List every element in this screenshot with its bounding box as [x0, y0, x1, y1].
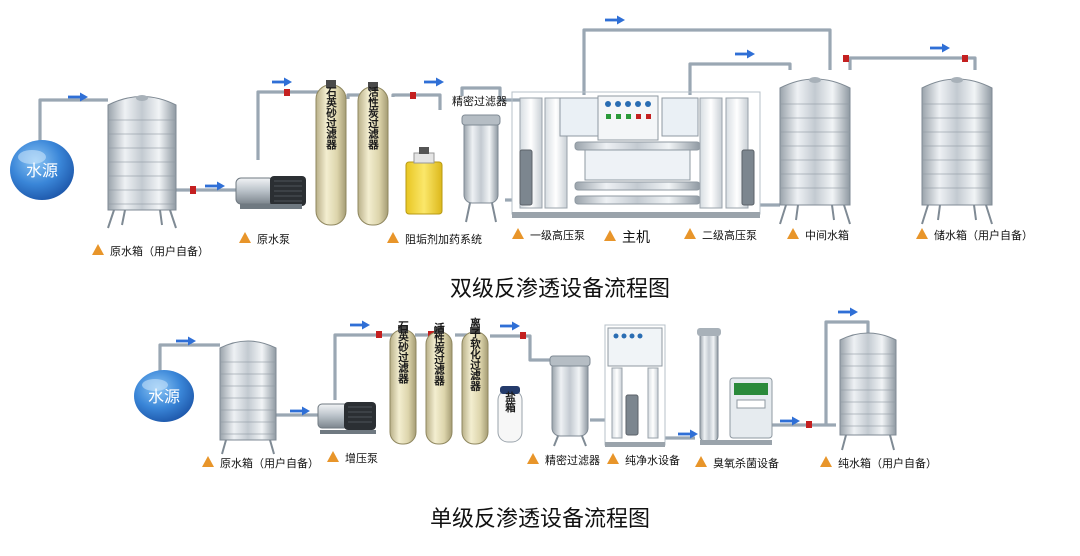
valve-icon — [520, 332, 526, 339]
marker-icon — [527, 453, 539, 464]
raw-tank-label: 原水箱（用户自备） — [110, 244, 209, 258]
flow-arrow — [605, 15, 625, 25]
valve-icon — [376, 331, 382, 338]
marker-icon — [684, 228, 696, 239]
bottom-diagram-title: 单级反渗透设备流程图 — [430, 507, 650, 532]
booster-pump-label: 增压泵 — [345, 451, 378, 465]
booster-pump — [317, 402, 376, 434]
ozone-sterilizer — [697, 328, 773, 445]
flow-arrow — [930, 43, 950, 53]
marker-icon — [202, 456, 214, 467]
top-diagram-title: 双级反渗透设备流程图 — [450, 277, 670, 302]
valve-icon — [806, 421, 812, 428]
precision-filter-label: 精密过滤器 — [452, 94, 507, 108]
marker-icon — [916, 228, 928, 239]
flow-arrow — [500, 321, 520, 331]
marker-icon — [820, 456, 832, 467]
pure-water-tank — [839, 332, 897, 451]
single-stage-ro-diagram: 水源 石英砂过滤器 — [134, 307, 937, 532]
valve-icon — [410, 92, 416, 99]
marker-icon — [512, 228, 524, 239]
valve-icon — [284, 89, 290, 96]
bottom-component-labels: 原水箱（用户自备） 增压泵 精密过滤器 纯净水设备 臭氧杀菌设备 纯水箱（用户自… — [202, 451, 937, 470]
mid-tank-label: 中间水箱 — [805, 228, 849, 242]
flow-arrow — [272, 77, 292, 87]
marker-icon — [787, 228, 799, 239]
storage-water-tank — [921, 77, 993, 225]
ozone-label: 臭氧杀菌设备 — [713, 456, 779, 470]
top-valves — [190, 55, 968, 194]
quartz-filter-vertical-label: 石英砂过滤器 — [397, 321, 409, 385]
water-source: 水源 — [10, 140, 74, 200]
precision-filter-label: 精密过滤器 — [545, 453, 600, 467]
flow-arrow — [424, 77, 444, 87]
marker-icon — [92, 244, 104, 255]
flow-arrow — [735, 49, 755, 59]
raw-water-pump — [235, 176, 306, 209]
precision-filter — [461, 114, 501, 223]
softener-vertical-label: 离子软化过滤器 — [469, 316, 481, 391]
bottom-pipes — [158, 320, 870, 440]
ro-unit-label: 纯净水设备 — [625, 453, 680, 467]
storage-tank-label: 储水箱（用户自备） — [934, 228, 1033, 242]
raw-water-tank — [107, 95, 177, 229]
quartz-filter-vertical-label: 石英砂过滤器 — [325, 87, 337, 151]
pump2-label: 二级高压泵 — [702, 228, 757, 242]
ro-main-unit — [511, 91, 761, 218]
marker-icon — [239, 232, 251, 243]
salt-box: 盐箱 — [497, 386, 523, 443]
antiscalant-label: 阻垢剂加药系统 — [405, 232, 482, 246]
water-source: 水源 — [134, 370, 194, 422]
raw-tank-label: 原水箱（用户自备） — [220, 456, 319, 470]
pump1-label: 一级高压泵 — [530, 228, 585, 242]
top-pipes — [38, 28, 977, 207]
valve-icon — [962, 55, 968, 62]
activated-carbon-filter: 活性炭过滤器 — [425, 322, 453, 445]
precision-filter — [549, 355, 591, 447]
marker-icon — [604, 230, 616, 241]
carbon-filter-vertical-label: 活性炭过滤器 — [433, 322, 445, 387]
salt-box-vertical-label: 盐箱 — [504, 391, 516, 414]
pure-water-ro-unit — [604, 324, 666, 447]
top-component-labels: 原水箱（用户自备） 原水泵 阻垢剂加药系统 一级高压泵 主机 二级高压泵 中间水… — [92, 228, 1033, 258]
raw-water-tank — [219, 340, 277, 455]
marker-icon — [607, 453, 619, 464]
raw-pump-label: 原水泵 — [257, 233, 290, 246]
pure-tank-label: 纯水箱（用户自备） — [838, 456, 937, 470]
source-label: 水源 — [148, 387, 180, 406]
valve-icon — [843, 55, 849, 62]
marker-icon — [387, 232, 399, 243]
quartz-sand-filter: 石英砂过滤器 — [315, 80, 347, 226]
main-unit-label: 主机 — [622, 230, 650, 246]
flow-arrow — [350, 320, 370, 330]
flow-arrow — [838, 307, 858, 317]
quartz-sand-filter: 石英砂过滤器 — [389, 321, 417, 445]
double-stage-ro-diagram: 水源 石英砂过滤器 — [10, 15, 1033, 302]
ion-softener-filter: 离子软化过滤器 — [461, 316, 489, 445]
source-label: 水源 — [26, 161, 58, 180]
marker-icon — [327, 451, 339, 462]
marker-icon — [695, 456, 707, 467]
valve-icon — [190, 186, 196, 194]
activated-carbon-filter: 活性炭过滤器 — [357, 82, 389, 226]
antiscalant-dosing-tank — [405, 147, 443, 215]
carbon-filter-vertical-label: 活性炭过滤器 — [367, 86, 379, 151]
intermediate-water-tank — [779, 77, 851, 225]
